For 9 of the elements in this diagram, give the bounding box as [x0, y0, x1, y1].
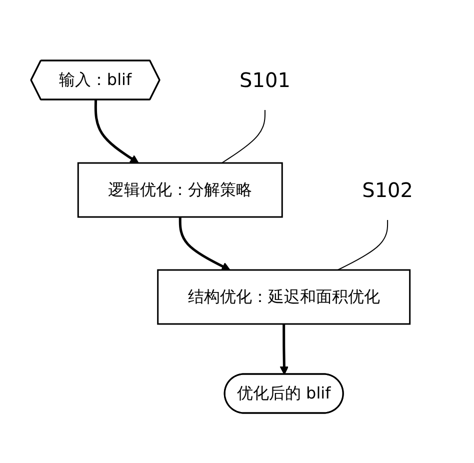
node-box: 结构优化：延迟和面积优化	[157, 269, 411, 325]
node-text: S102	[362, 178, 413, 202]
arrow	[178, 217, 230, 270]
node-text: S101	[240, 68, 290, 92]
arrow	[280, 324, 289, 375]
connector	[221, 110, 266, 164]
arrow	[94, 100, 139, 164]
node-box: 逻辑优化：分解策略	[77, 162, 283, 218]
connector	[337, 220, 388, 270]
